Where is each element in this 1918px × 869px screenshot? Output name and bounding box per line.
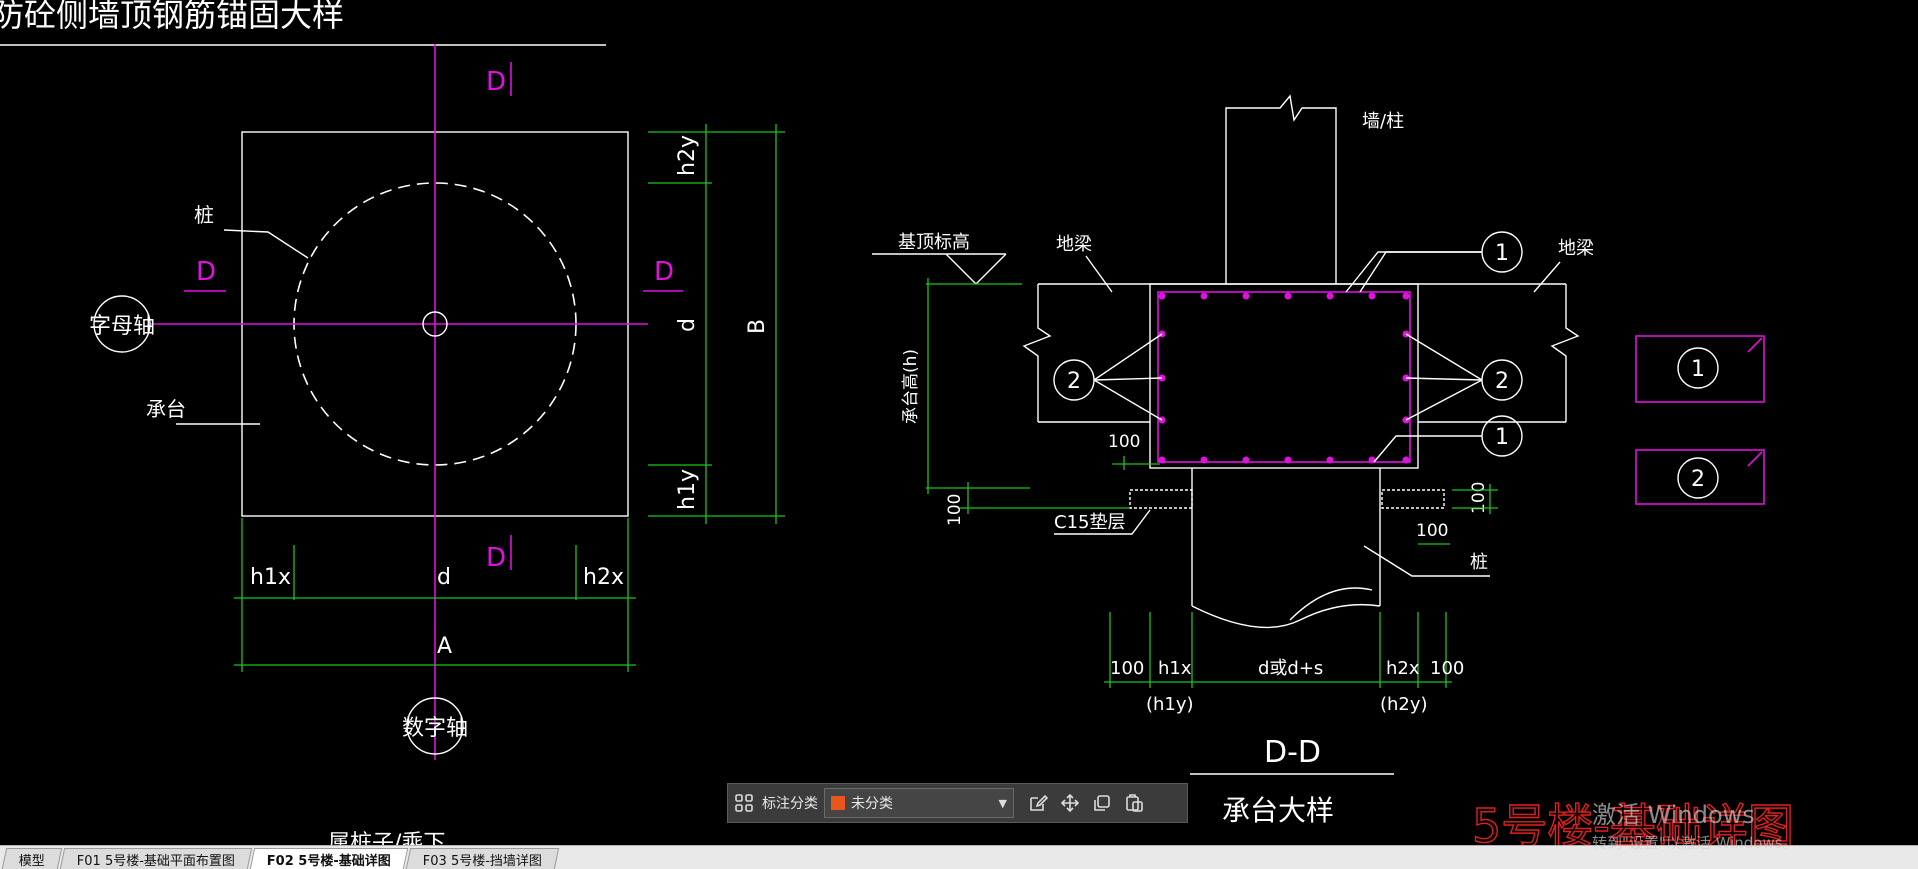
- axis-letter: 字母轴: [89, 314, 155, 339]
- bottom-dim-d: d或d+s: [1258, 658, 1323, 679]
- axis-number: 数字轴: [402, 716, 468, 741]
- dim-h1y: h1y: [675, 469, 700, 510]
- legend-item-1: 1: [1691, 357, 1705, 382]
- copy-icon[interactable]: [1086, 787, 1118, 819]
- label-beam-left: 地梁: [1056, 234, 1092, 255]
- section-mark-bottom: D: [486, 543, 506, 573]
- edit-icon[interactable]: [1022, 787, 1054, 819]
- tab-f01-foundation-plan[interactable]: F01 5号楼-基础平面布置图: [59, 848, 253, 869]
- bottom-dim-h2x: h2x: [1386, 658, 1420, 679]
- bubble-2-right: 2: [1495, 369, 1509, 394]
- legend-item-2: 2: [1691, 467, 1705, 492]
- label-beam-right: 地梁: [1558, 238, 1594, 259]
- chevron-down-icon: ▼: [998, 796, 1007, 810]
- watermark-line2: 转到"设置"以激活 Windows。: [1592, 834, 1798, 852]
- section-title: D-D: [1264, 735, 1321, 770]
- bubble-1-top: 1: [1495, 241, 1509, 266]
- section-mark-left: D: [196, 257, 216, 287]
- label-cap: 承台: [146, 397, 186, 421]
- windows-activation-watermark: 激活 Windows 转到"设置"以激活 Windows。: [1592, 795, 1798, 853]
- drawing-title: 防砼侧墙顶钢筋锚固大样: [0, 0, 344, 34]
- dim-h2x: h2x: [583, 565, 624, 590]
- dim-h1x: h1x: [250, 565, 291, 590]
- annotation-category-select[interactable]: 未分类 ▼: [824, 788, 1014, 818]
- section-caption: 承台大样: [1222, 794, 1334, 827]
- bottom-dim-100-left: 100: [1110, 658, 1144, 679]
- cad-drawing-canvas[interactable]: 防砼侧墙顶钢筋锚固大样 D D D D 桩 承台 字母轴 数字轴: [0, 0, 1918, 845]
- bottom-dim-h1x: h1x: [1158, 658, 1192, 679]
- bottom-dim-100-right: 100: [1430, 658, 1464, 679]
- bottom-red-text: 5号楼-基础详图: [1472, 799, 1794, 845]
- move-icon[interactable]: [1054, 787, 1086, 819]
- dim-100-right-vert: 100: [1469, 482, 1489, 514]
- label-found-elev: 基顶标高: [898, 232, 970, 253]
- label-cap-height: 承台高(h): [901, 349, 921, 424]
- dim-h2y: h2y: [675, 135, 700, 176]
- dim-A: A: [437, 634, 452, 659]
- bubble-1-bottom: 1: [1495, 425, 1509, 450]
- tab-model[interactable]: 模型: [1, 848, 63, 869]
- annotation-category-label: 标注分类: [762, 796, 818, 812]
- section-mark-right: D: [654, 257, 674, 287]
- section-view: 墙/柱 基顶标高 地梁 地梁: [872, 94, 1594, 827]
- label-pile-section: 桩: [1470, 552, 1488, 573]
- watermark-line1: 激活 Windows: [1592, 801, 1755, 829]
- section-mark-top: D: [486, 67, 506, 97]
- annotation-toolbar: 标注分类 未分类 ▼: [727, 783, 1188, 823]
- layout-tab-bar: 模型 F01 5号楼-基础平面布置图 F02 5号楼-基础详图 F03 5号楼-…: [0, 845, 1918, 869]
- sub-h1y: (h1y): [1146, 694, 1194, 715]
- tab-f03-retaining-wall-detail[interactable]: F03 5号楼-挡墙详图: [405, 848, 560, 869]
- category-select-value: 未分类: [851, 796, 893, 812]
- label-c15: C15垫层: [1054, 512, 1125, 533]
- legend: 1 2: [1635, 335, 1765, 505]
- plan-view: D D D D 桩 承台 字母轴 数字轴 h1x d h2x A: [89, 44, 785, 845]
- dim-B: B: [745, 319, 770, 334]
- category-color-swatch: [831, 796, 845, 810]
- dim-d-bottom: d: [437, 565, 451, 590]
- tab-f02-foundation-detail[interactable]: F02 5号楼-基础详图: [249, 848, 409, 869]
- sub-h2y: (h2y): [1380, 694, 1428, 715]
- dim-100-left: 100: [1108, 432, 1140, 452]
- label-wall: 墙/柱: [1362, 111, 1404, 132]
- paste-icon[interactable]: [1118, 787, 1150, 819]
- label-pile: 桩: [194, 203, 214, 227]
- cap-section: [1149, 283, 1419, 469]
- dim-100-left-vert: 100: [945, 494, 965, 526]
- partial-bottom-text: 属桩子/乘下: [328, 831, 445, 845]
- dim-d-right: d: [675, 318, 700, 332]
- grid-icon[interactable]: [728, 787, 760, 819]
- bubble-2-left: 2: [1067, 369, 1081, 394]
- dim-100-right: 100: [1416, 521, 1448, 541]
